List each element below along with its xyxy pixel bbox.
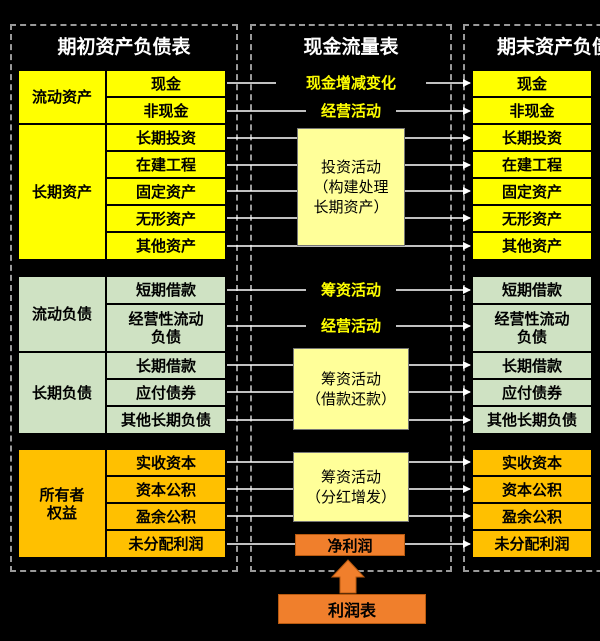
opening-group-current-liabilities: 流动负债 (18, 276, 106, 352)
closing-item-short-term-loans: 短期借款 (472, 276, 592, 304)
opening-item-other-assets: 其他资产 (106, 232, 226, 260)
opening-item-short-term-loans: 短期借款 (106, 276, 226, 304)
opening-group-long-term-assets: 长期资产 (18, 124, 106, 260)
opening-item-capital-reserve: 资本公积 (106, 476, 226, 503)
closing-item-other-long-term-liabilities: 其他长期负债 (472, 406, 592, 434)
closing-item-surplus-reserve: 盈余公积 (472, 503, 592, 530)
flow-label-cash-change: 现金增减变化 (276, 73, 426, 93)
flow-label-operating-1: 经营活动 (306, 101, 396, 121)
opening-title: 期初资产负债表 (57, 36, 191, 58)
closing-title: 期末资产负债表 (497, 36, 600, 58)
opening-item-paid-in-capital: 实收资本 (106, 449, 226, 476)
net-profit-box: 净利润 (295, 534, 405, 556)
closing-balance-sheet-panel (463, 24, 600, 572)
opening-item-non-cash: 非现金 (106, 97, 226, 124)
closing-item-other-assets: 其他资产 (472, 232, 592, 260)
closing-item-construction-in-progress: 在建工程 (472, 151, 592, 178)
opening-item-surplus-reserve: 盈余公积 (106, 503, 226, 530)
cashflow-box-financing-equity: 筹资活动 （分红增发） (293, 452, 409, 522)
opening-item-cash: 现金 (106, 70, 226, 97)
opening-item-operating-current-liabilities: 经营性流动 负债 (106, 304, 226, 352)
closing-item-long-term-loans: 长期借款 (472, 352, 592, 379)
flow-label-operating-2: 经营活动 (306, 316, 396, 336)
closing-item-long-term-investment: 长期投资 (472, 124, 592, 151)
opening-item-construction-in-progress: 在建工程 (106, 151, 226, 178)
closing-item-fixed-assets: 固定资产 (472, 178, 592, 205)
closing-item-operating-current-liabilities: 经营性流动 负债 (472, 304, 592, 352)
cashflow-box-investing: 投资活动 （构建处理 长期资产） (297, 128, 405, 246)
closing-item-paid-in-capital: 实收资本 (472, 449, 592, 476)
closing-item-non-cash: 非现金 (472, 97, 592, 124)
income-statement-box: 利润表 (278, 594, 426, 624)
closing-item-retained-earnings: 未分配利润 (472, 530, 592, 558)
closing-item-capital-reserve: 资本公积 (472, 476, 592, 503)
opening-item-intangible-assets: 无形资产 (106, 205, 226, 232)
opening-item-long-term-loans: 长期借款 (106, 352, 226, 379)
opening-item-retained-earnings: 未分配利润 (106, 530, 226, 558)
cashflow-box-financing-debt: 筹资活动 （借款还款） (293, 348, 409, 430)
closing-item-cash: 现金 (472, 70, 592, 97)
closing-item-intangible-assets: 无形资产 (472, 205, 592, 232)
opening-item-fixed-assets: 固定资产 (106, 178, 226, 205)
opening-group-current-assets: 流动资产 (18, 70, 106, 124)
opening-group-owners-equity: 所有者 权益 (18, 449, 106, 558)
flow-label-financing-1: 筹资活动 (306, 280, 396, 300)
opening-item-bonds-payable: 应付债券 (106, 379, 226, 406)
opening-balance-sheet-panel (10, 24, 238, 572)
opening-group-long-term-liabilities: 长期负债 (18, 352, 106, 434)
closing-item-bonds-payable: 应付债券 (472, 379, 592, 406)
cashflow-title: 现金流量表 (303, 36, 399, 58)
opening-item-long-term-investment: 长期投资 (106, 124, 226, 151)
opening-item-other-long-term-liabilities: 其他长期负债 (106, 406, 226, 434)
